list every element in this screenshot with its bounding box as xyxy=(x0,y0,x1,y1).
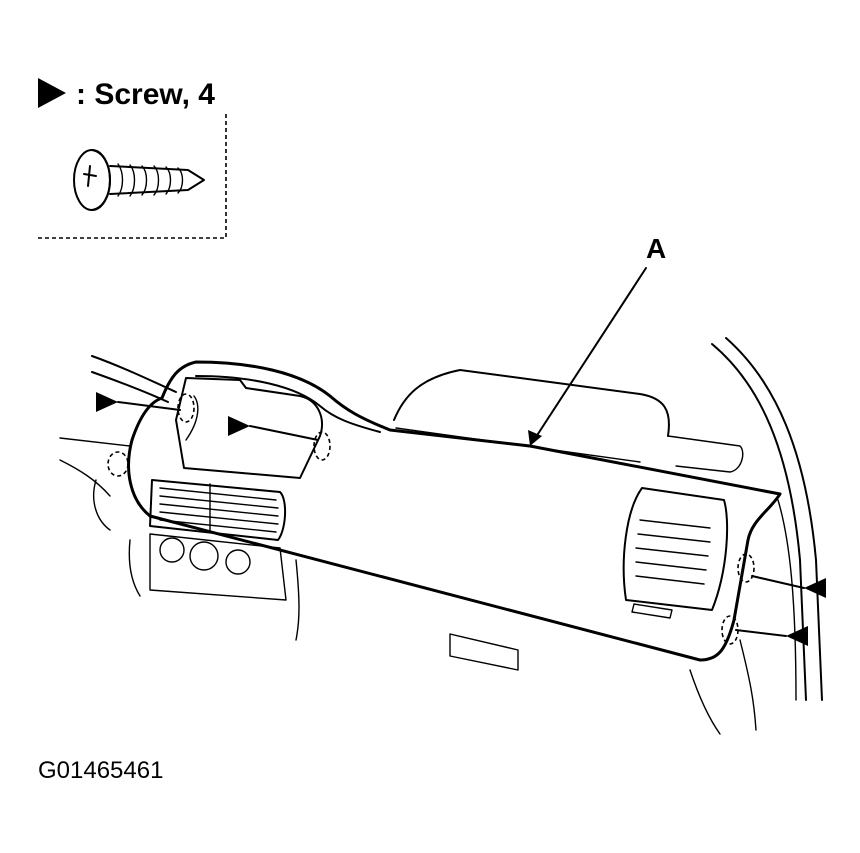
screw-marker-right-lower xyxy=(735,626,808,646)
right-side-vent xyxy=(622,487,729,619)
callout-a-label: A xyxy=(646,233,666,264)
legend-marker-triangle-icon xyxy=(38,78,66,108)
screw-marker-center xyxy=(228,416,319,441)
screw-icon xyxy=(73,149,205,211)
figure-id: G01465461 xyxy=(38,757,163,784)
dashboard-upper-panel-a xyxy=(127,360,782,662)
legend: : Screw, 4 xyxy=(38,78,227,239)
center-vent xyxy=(149,479,286,541)
legend-label: : Screw, 4 xyxy=(76,78,215,111)
climate-control-knobs xyxy=(149,533,287,601)
glovebox-handle xyxy=(449,633,519,671)
callout-a-leader xyxy=(528,267,647,446)
screw-marker-right-upper xyxy=(751,575,826,598)
screw-marker-left-upper xyxy=(96,392,181,412)
center-opening xyxy=(107,377,331,479)
dashboard-visor xyxy=(393,369,744,473)
